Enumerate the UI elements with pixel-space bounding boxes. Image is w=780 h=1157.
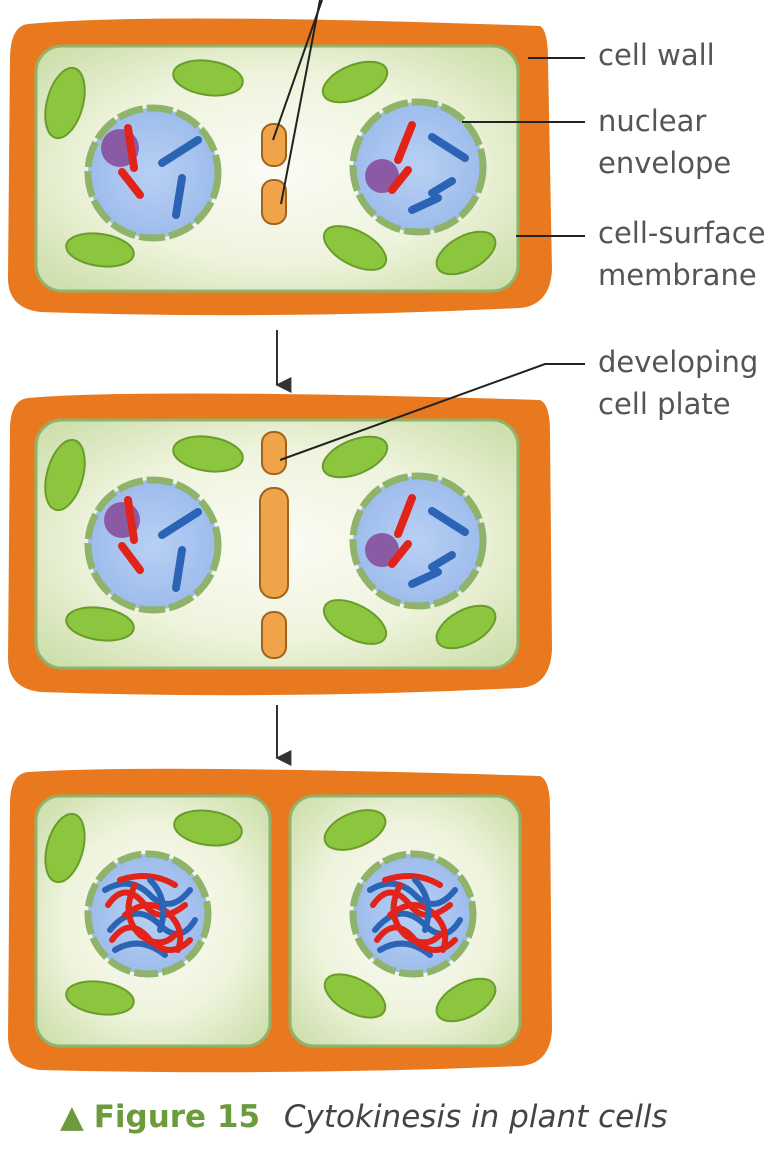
chromosome <box>118 168 144 199</box>
label-developing-cell-plate: developing cell plate <box>598 341 758 425</box>
nuclear-envelope <box>84 104 222 242</box>
chloroplast <box>173 809 243 847</box>
label-line: membrane <box>598 258 757 292</box>
chromosome <box>124 124 138 172</box>
chloroplast <box>435 230 497 276</box>
nucleus <box>84 104 222 242</box>
chromosome <box>408 568 442 588</box>
chromosome <box>124 496 138 544</box>
cell-plate-vesicle <box>261 611 287 659</box>
chloroplast <box>65 606 135 642</box>
nucleus <box>84 476 222 614</box>
nuclear-envelope <box>349 472 487 610</box>
cell-stage-3 <box>8 768 552 1073</box>
chloroplast <box>435 977 497 1023</box>
chloroplast <box>65 980 135 1016</box>
label-cell-wall: cell wall <box>598 34 715 76</box>
label-line: nuclear <box>598 104 707 138</box>
chromosome <box>394 121 416 164</box>
cell-plate-vesicle <box>261 431 287 475</box>
chromosome <box>428 507 469 536</box>
label-line: cell-surface <box>598 216 766 250</box>
cell-plate-vesicle <box>261 179 287 225</box>
chloroplast <box>65 232 135 268</box>
label-cell-surface-membrane: cell-surface membrane <box>598 212 766 296</box>
chloroplast <box>44 438 86 512</box>
nuclear-envelope <box>349 98 487 236</box>
chromosome <box>428 177 456 197</box>
chromatin <box>102 873 198 958</box>
figure-title: Cytokinesis in plant cells <box>283 1099 668 1135</box>
label-line: developing <box>598 345 759 379</box>
nucleus <box>349 98 487 236</box>
label-nuclear-envelope: nuclear envelope <box>598 100 731 184</box>
chloroplast <box>172 59 244 97</box>
chloroplast <box>321 60 389 104</box>
chromosome <box>172 546 186 592</box>
chloroplast <box>172 435 244 473</box>
chloroplast <box>323 973 387 1019</box>
nucleolus <box>365 159 399 193</box>
chromosome <box>388 166 412 194</box>
chromatin <box>367 873 463 958</box>
nuclear-envelope <box>84 476 222 614</box>
chromosome <box>388 540 412 568</box>
nucleus <box>349 472 487 610</box>
chloroplast <box>435 604 497 650</box>
label-line: envelope <box>598 146 732 180</box>
developing-cell-plate <box>259 487 289 599</box>
triangle-marker-icon: ▲ <box>60 1099 84 1135</box>
chloroplast <box>322 225 388 271</box>
cell-stage-1 <box>8 0 552 316</box>
chromosome <box>394 494 416 538</box>
chromosome <box>172 174 186 219</box>
chloroplast <box>322 599 388 645</box>
nucleolus <box>365 533 399 567</box>
nucleus <box>349 850 477 978</box>
chromosome <box>158 136 202 167</box>
chloroplast <box>321 435 389 479</box>
leader-line <box>279 363 585 461</box>
chloroplast <box>44 66 86 140</box>
nucleus <box>84 850 212 978</box>
label-line: cell plate <box>598 387 731 421</box>
chromosome <box>428 551 456 571</box>
chromosome <box>158 508 202 539</box>
figure-caption: ▲ Figure 15 Cytokinesis in plant cells <box>60 1092 668 1142</box>
chloroplast <box>323 809 387 851</box>
cell-plate-vesicle <box>261 123 287 167</box>
leader-line <box>280 0 321 205</box>
cell-stage-2 <box>8 393 552 696</box>
chromosome <box>118 542 144 574</box>
chloroplast <box>44 812 86 884</box>
leader-line <box>272 0 323 141</box>
figure-number: Figure 15 <box>93 1099 261 1135</box>
label-line: cell wall <box>598 38 715 72</box>
chromosome <box>428 133 469 162</box>
chromosome <box>408 194 442 214</box>
